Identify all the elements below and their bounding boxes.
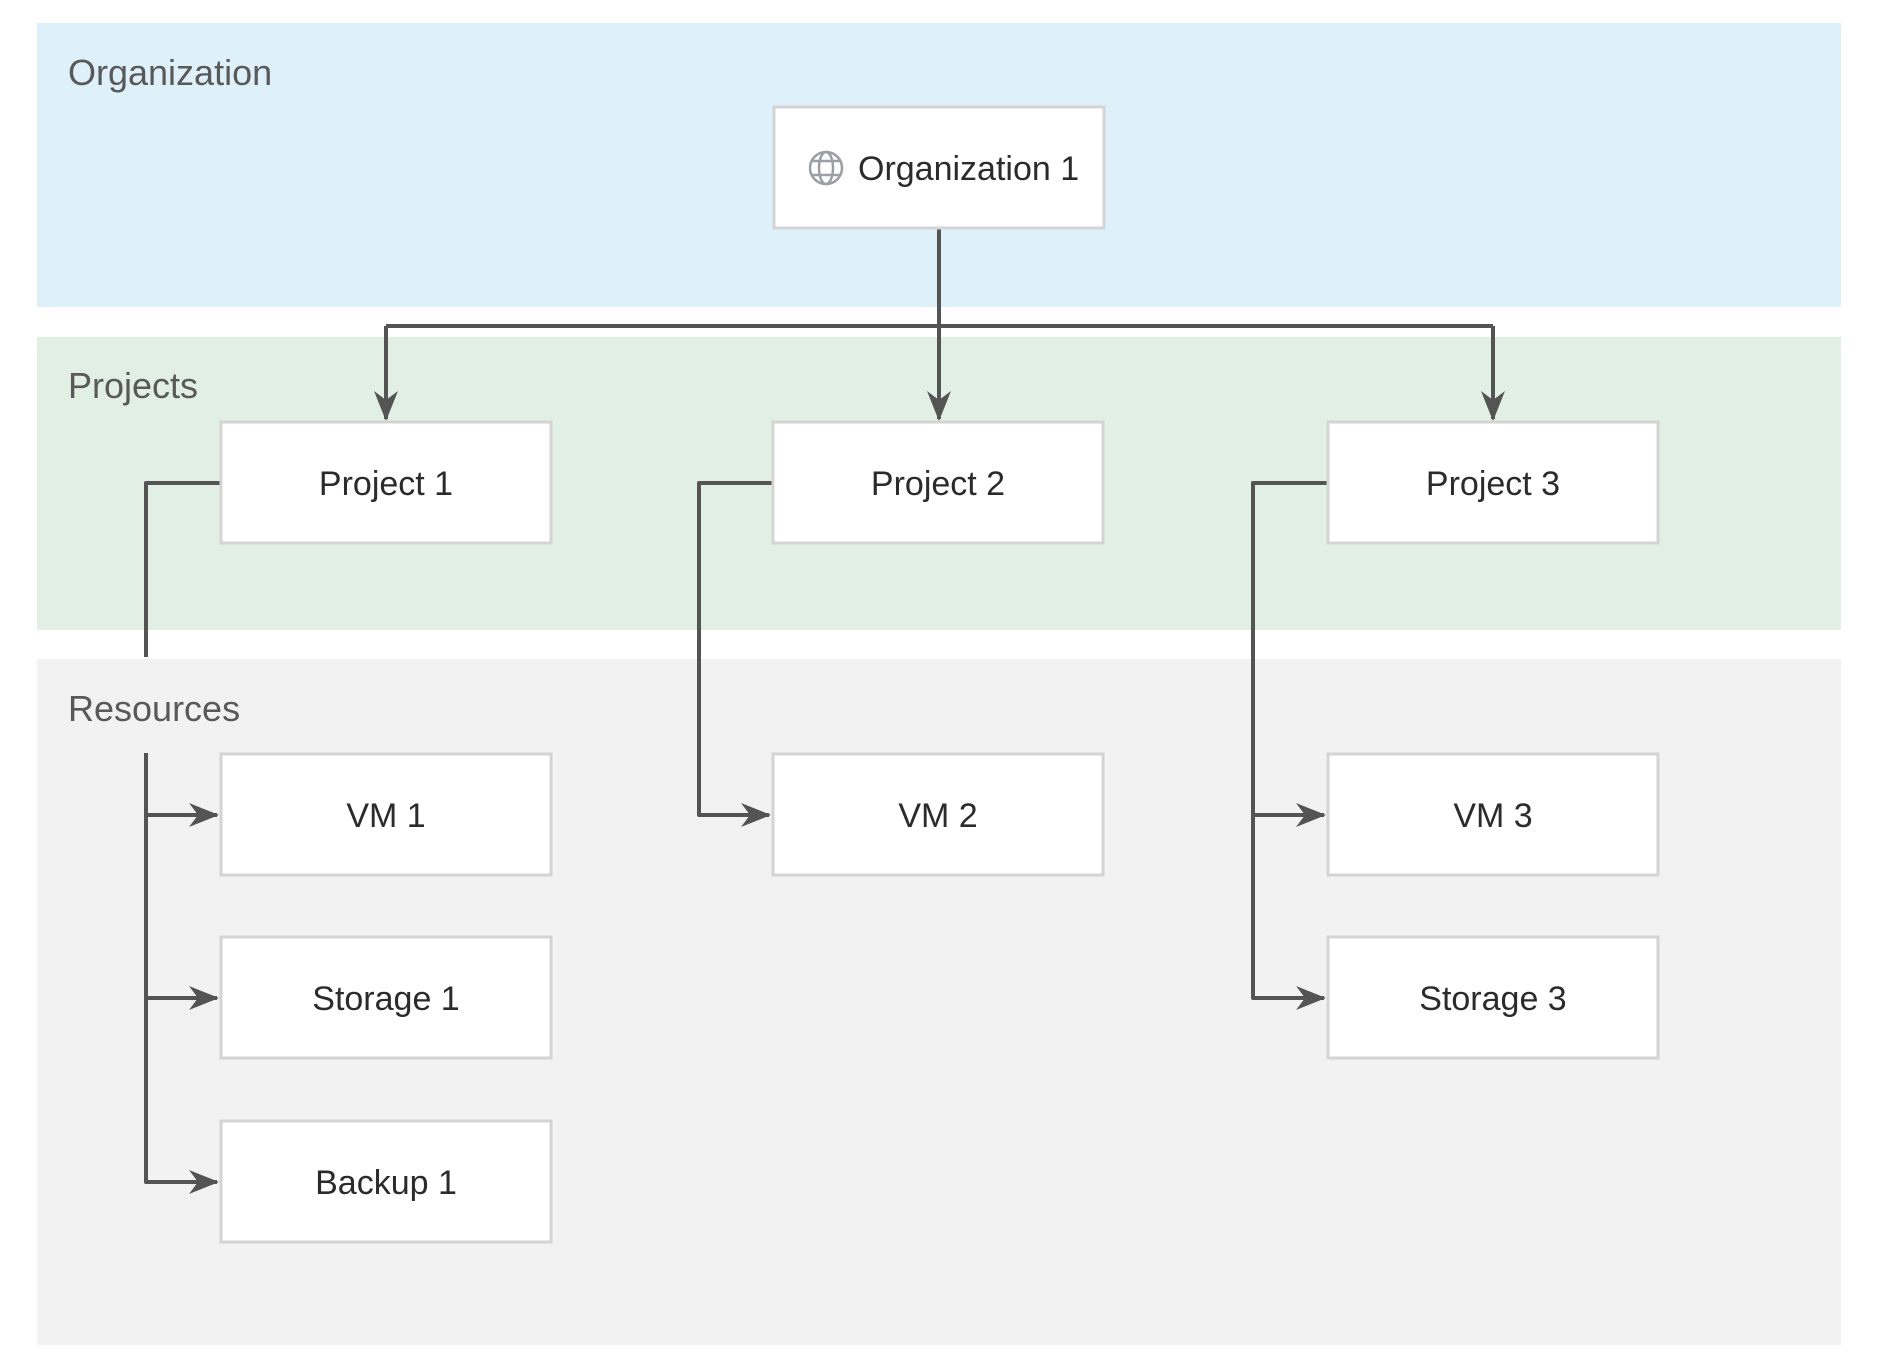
globe-icon (808, 150, 844, 186)
node-project-3: Project 3 (1326, 420, 1660, 545)
node-backup-1: Backup 1 (219, 1119, 553, 1244)
band-resources-label: Resources (68, 688, 240, 729)
node-vm-3: VM 3 (1326, 752, 1660, 877)
edge-project1-trunk-upper (144, 481, 221, 657)
band-projects-label: Projects (68, 365, 198, 406)
node-project-1: Project 1 (219, 420, 553, 545)
node-project-2-label: Project 2 (871, 465, 1005, 503)
band-organization-label: Organization (68, 52, 272, 93)
node-vm-1: VM 1 (219, 752, 553, 877)
connectors (144, 228, 1505, 1194)
node-project-1-label: Project 1 (319, 465, 453, 503)
edge-project1-backup1 (144, 753, 219, 1194)
node-organization-1-label: Organization 1 (858, 150, 1079, 188)
node-storage-3: Storage 3 (1326, 935, 1660, 1060)
nodes: Organization 1 Project 1 Project 2 Proje… (219, 105, 1660, 1244)
edge-project3-storage3 (1251, 481, 1328, 1010)
node-vm-2-label: VM 2 (898, 797, 977, 835)
edge-project2-vm2 (697, 481, 773, 827)
node-vm-1-label: VM 1 (346, 797, 425, 835)
node-vm-3-label: VM 3 (1453, 797, 1532, 835)
node-storage-1: Storage 1 (219, 935, 553, 1060)
node-project-2: Project 2 (771, 420, 1105, 545)
node-storage-3-label: Storage 3 (1419, 980, 1566, 1018)
node-project-3-label: Project 3 (1426, 465, 1560, 503)
node-organization-1: Organization 1 (772, 105, 1106, 230)
node-storage-1-label: Storage 1 (312, 980, 459, 1018)
node-vm-2: VM 2 (771, 752, 1105, 877)
node-backup-1-label: Backup 1 (315, 1164, 457, 1202)
